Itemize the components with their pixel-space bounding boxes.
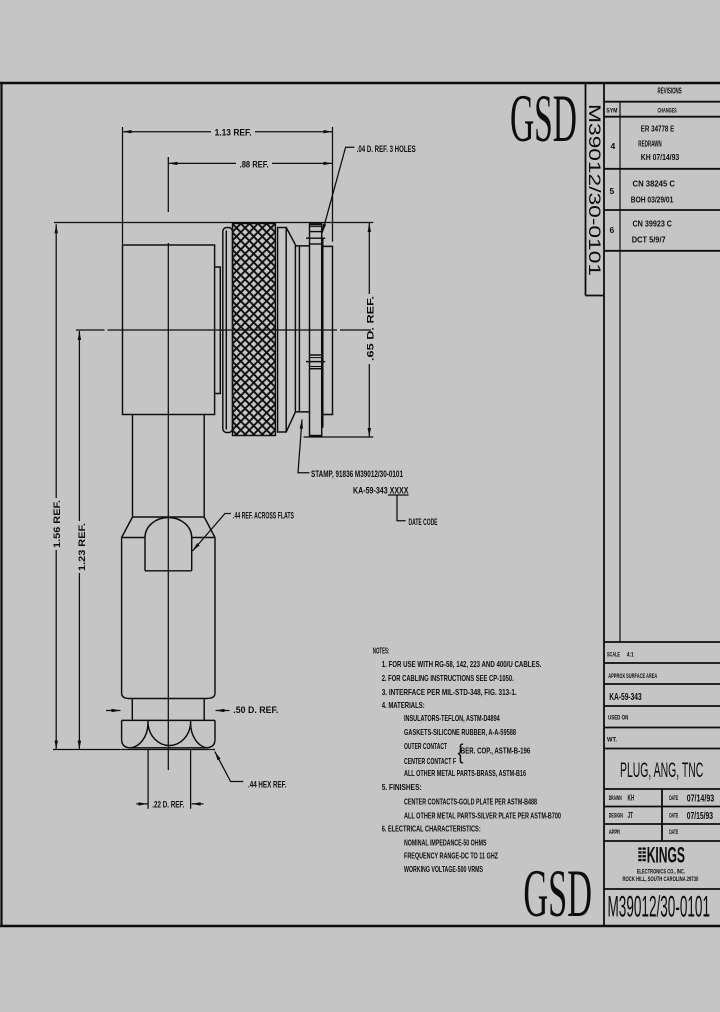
svg-text:4: 4 (611, 141, 616, 151)
svg-text:CN 39923 C: CN 39923 C (633, 220, 673, 229)
svg-text:.44 REF. ACROSS FLATS: .44 REF. ACROSS FLATS (233, 511, 294, 521)
svg-text:2. FOR CABLING INSTRUCTIONS SE: 2. FOR CABLING INSTRUCTIONS SEE CP-1050. (382, 673, 514, 683)
svg-text:REDRAWN: REDRAWN (638, 140, 662, 149)
svg-text:CN 38245 C: CN 38245 C (633, 180, 676, 189)
svg-text:JT: JT (628, 811, 634, 820)
svg-text:NOMINAL IMPEDANCE-50 OHMS: NOMINAL IMPEDANCE-50 OHMS (404, 838, 487, 848)
svg-text:07/14/93: 07/14/93 (687, 794, 715, 805)
svg-text:CENTER CONTACT F: CENTER CONTACT F (404, 756, 456, 766)
svg-text:ER 34778 E: ER 34778 E (641, 125, 675, 134)
svg-text:USED ON: USED ON (608, 715, 628, 721)
svg-text:.44 HEX REF.: .44 HEX REF. (248, 780, 287, 790)
svg-text:WT.: WT. (607, 737, 617, 744)
svg-text:ELECTRONICS CO., INC.: ELECTRONICS CO., INC. (637, 869, 686, 875)
svg-text:DATE: DATE (669, 830, 678, 836)
svg-text:INSULATORS-TEFLON, ASTM-D4894: INSULATORS-TEFLON, ASTM-D4894 (404, 713, 500, 723)
svg-text:KA-59-343: KA-59-343 (609, 692, 642, 703)
svg-text:DCT 5/9/7: DCT 5/9/7 (632, 236, 667, 245)
svg-text:.50 D. REF.: .50 D. REF. (233, 705, 278, 715)
svg-text:BOH 03/29/01: BOH 03/29/01 (631, 196, 674, 205)
svg-text:{: { (458, 741, 464, 764)
svg-text:NOTES:: NOTES: (373, 645, 390, 655)
svg-text:FREQUENCY RANGE-DC TO 11 GHZ: FREQUENCY RANGE-DC TO 11 GHZ (404, 851, 498, 861)
svg-text:6. ELECTRICAL CHARACTERISTICS:: 6. ELECTRICAL CHARACTERISTICS: (382, 824, 481, 834)
svg-text:CHANGES: CHANGES (658, 108, 678, 115)
svg-text:4. MATERIALS:: 4. MATERIALS: (382, 700, 425, 710)
svg-text:REVISIONS: REVISIONS (658, 87, 683, 96)
svg-text:APPROX SURFACE AREA: APPROX SURFACE AREA (608, 674, 657, 680)
svg-text:PLUG, ANG, TNC: PLUG, ANG, TNC (620, 759, 703, 782)
svg-text:6: 6 (610, 225, 615, 235)
svg-text:1.56 REF.: 1.56 REF. (52, 500, 62, 548)
svg-text:BER. COP., ASTM-B-196: BER. COP., ASTM-B-196 (461, 745, 531, 755)
svg-text:GSD: GSD (523, 855, 592, 931)
svg-text:KH: KH (628, 794, 635, 803)
svg-text:1.23 REF.: 1.23 REF. (77, 523, 87, 571)
svg-text:SCALE: SCALE (607, 653, 620, 659)
svg-text:1.13 REF.: 1.13 REF. (215, 128, 252, 138)
svg-text:M39012/30-0101: M39012/30-0101 (608, 891, 711, 924)
svg-text:07/15/93: 07/15/93 (687, 811, 714, 822)
svg-text:GSD: GSD (510, 80, 577, 156)
svg-text:APPR: APPR (609, 830, 621, 836)
svg-text:KA-59-343 XXXX: KA-59-343 XXXX (353, 486, 409, 496)
svg-text:.88 REF.: .88 REF. (240, 160, 269, 170)
svg-text:ALL OTHER METAL PARTS-BRASS, A: ALL OTHER METAL PARTS-BRASS, ASTM-B16 (404, 768, 526, 778)
svg-text:STAMP, 91836 M39012/30-0101: STAMP, 91836 M39012/30-0101 (311, 469, 403, 479)
svg-text:DATE: DATE (669, 796, 678, 802)
svg-text:DESIGN: DESIGN (609, 814, 623, 820)
svg-text:OUTER CONTACT: OUTER CONTACT (404, 741, 447, 751)
svg-text:GASKETS-SILICONE RUBBER, A-A-5: GASKETS-SILICONE RUBBER, A-A-59588 (404, 727, 516, 737)
svg-text:1. FOR USE WITH RG-58, 142, 22: 1. FOR USE WITH RG-58, 142, 223 AND 400/… (382, 659, 542, 669)
svg-text:KINGS: KINGS (647, 843, 685, 868)
svg-text:DATE CODE: DATE CODE (409, 517, 438, 527)
svg-text:WORKING VOLTAGE-500 VRMS: WORKING VOLTAGE-500 VRMS (404, 864, 483, 874)
svg-text:.04 D. REF. 3 HOLES: .04 D. REF. 3 HOLES (357, 144, 416, 154)
svg-text:ALL OTHER METAL PARTS-SILVER P: ALL OTHER METAL PARTS-SILVER PLATE PER A… (404, 810, 561, 820)
svg-text:M39012/30-0101: M39012/30-0101 (585, 104, 603, 276)
svg-text:CENTER CONTACTS-GOLD PLATE PER: CENTER CONTACTS-GOLD PLATE PER ASTM-B488 (404, 796, 537, 806)
svg-text:.22 D. REF.: .22 D. REF. (152, 800, 184, 810)
svg-text:3. INTERFACE PER MIL-STD-348,: 3. INTERFACE PER MIL-STD-348, FIG. 313-1… (382, 687, 517, 697)
svg-text:SYM: SYM (606, 109, 617, 115)
svg-text:4:1: 4:1 (627, 652, 634, 659)
svg-text:KH 07/14/93: KH 07/14/93 (641, 153, 680, 162)
svg-text:ROCK HILL, SOUTH CAROLINA 2973: ROCK HILL, SOUTH CAROLINA 29730 (623, 877, 699, 883)
svg-text:5. FINISHES:: 5. FINISHES: (382, 782, 422, 792)
svg-text:DATE: DATE (669, 814, 678, 820)
svg-text:5: 5 (610, 186, 615, 196)
svg-text:.65 D. REF.: .65 D. REF. (365, 296, 375, 361)
svg-text:DRAWN: DRAWN (609, 796, 622, 802)
